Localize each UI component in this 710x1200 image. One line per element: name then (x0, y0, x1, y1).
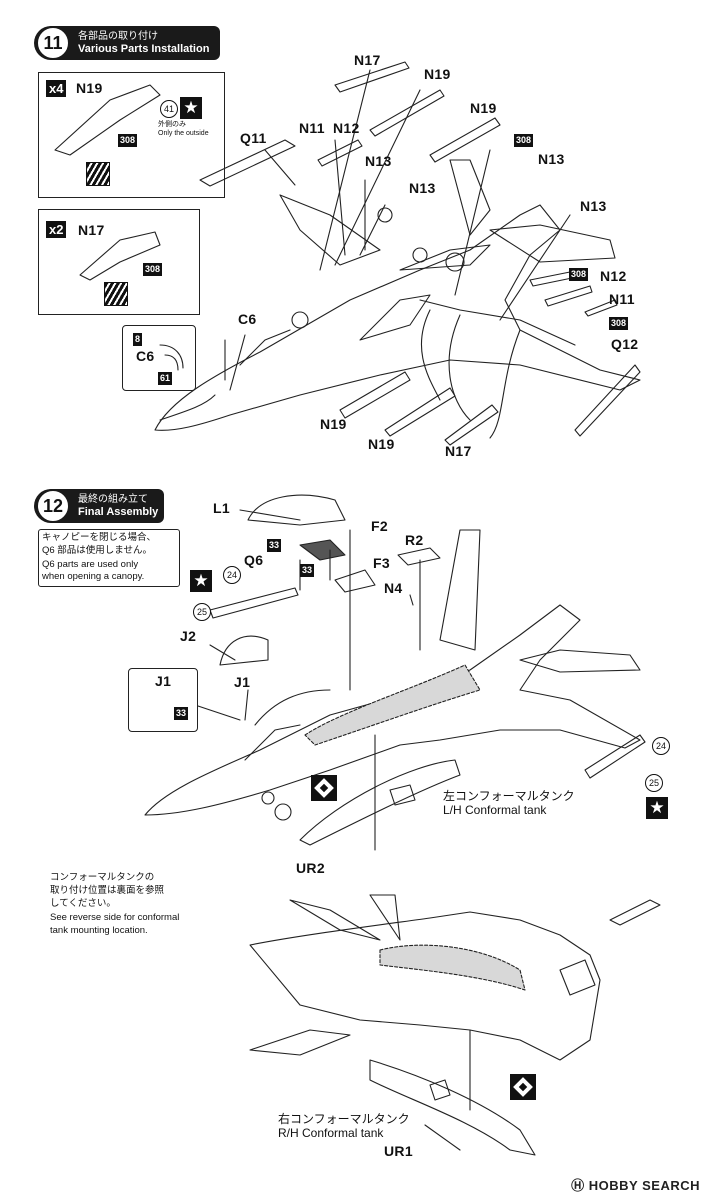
label-n4: N4 (384, 580, 403, 596)
label-n13-a: N13 (365, 153, 392, 169)
mount-note-jp3: してください。 (50, 898, 116, 909)
step-11-number: 11 (36, 26, 70, 60)
label-f2: F2 (371, 518, 388, 534)
inset-c6-top-ref: 8 (133, 333, 143, 346)
step-12-number: 12 (36, 489, 70, 523)
inset-n17-ref: 308 (143, 263, 163, 276)
label-j1-inset: J1 (155, 673, 172, 689)
label-n17-top: N17 (354, 52, 381, 68)
step-12-title-jp: 最終の組み立て (78, 494, 148, 505)
label-ur2: UR2 (296, 860, 325, 876)
inset-c6 (122, 325, 196, 391)
mount-note-en2: tank mounting location. (50, 925, 148, 936)
mount-note-jp1: コンフォーマルタンクの (50, 872, 155, 883)
inset-n17-label: N17 (78, 222, 105, 238)
label-f3: F3 (373, 555, 390, 571)
inset-n19-label: N19 (76, 80, 103, 96)
label-n19-a: N19 (424, 66, 451, 82)
label-j1: J1 (234, 674, 251, 690)
canopy-note-jp2: Q6 部品は使用しません。 (42, 545, 153, 556)
diamond-mark-icon (510, 1074, 536, 1100)
hatch-icon (104, 282, 128, 306)
label-ref308-a: 308 (514, 134, 534, 147)
watermark: Ⓗ HOBBY SEARCH (571, 1175, 700, 1194)
step-11-title-en: Various Parts Installation (78, 43, 210, 55)
step-12-header: 12 最終の組み立て Final Assembly (34, 489, 164, 523)
label-ref33-a: 33 (267, 539, 282, 552)
watermark-icon: Ⓗ (571, 1178, 589, 1193)
label-n12-b: N12 (600, 268, 627, 284)
label-c25-a: 25 (193, 603, 211, 621)
inset-n19-note-en: Only the outside (158, 130, 209, 137)
inset-n17 (38, 209, 200, 315)
label-q11: Q11 (240, 130, 267, 146)
multiplier-x4: x4 (46, 80, 67, 97)
label-c24-b: 24 (652, 737, 670, 755)
inset-c6-bottom-ref: 61 (158, 372, 173, 385)
label-q6: Q6 (244, 552, 264, 568)
step-11-header: 11 各部品の取り付け Various Parts Installation (34, 26, 220, 60)
label-ref308-c: 308 (609, 317, 629, 330)
inset-n19 (38, 72, 225, 198)
label-c24-a: 24 (223, 566, 241, 584)
star-icon: ★ (180, 97, 202, 119)
label-n11-a: N11 (299, 120, 325, 136)
label-ref308-b: 308 (569, 268, 589, 281)
label-c25-b: 25 (645, 774, 663, 792)
label-n19-d: N19 (368, 436, 395, 452)
tank-left-en: L/H Conformal tank (443, 803, 547, 817)
watermark-text: HOBBY SEARCH (588, 1178, 700, 1193)
label-n19-c: N19 (320, 416, 347, 432)
diamond-mark-icon (311, 775, 337, 801)
step-12-title-en: Final Assembly (78, 506, 159, 518)
label-n17-b: N17 (445, 443, 472, 459)
inset-n19-circle: 41 (160, 100, 178, 118)
star-icon: ★ (646, 797, 668, 819)
label-ref33-c: 33 (174, 707, 189, 720)
tank-right-jp: 右コンフォーマルタンク (278, 1112, 410, 1126)
star-icon: ★ (190, 570, 212, 592)
label-r2: R2 (405, 532, 424, 548)
inset-n19-ref: 308 (118, 134, 138, 147)
label-c6: C6 (238, 311, 257, 327)
inset-c6-label: C6 (136, 348, 155, 364)
hatch-icon (86, 162, 110, 186)
label-n13-c: N13 (409, 180, 436, 196)
tank-left-jp: 左コンフォーマルタンク (443, 789, 575, 803)
mount-note-jp2: 取り付け位置は裏面を参照 (50, 885, 165, 896)
label-n11-b: N11 (609, 291, 635, 307)
label-ur1: UR1 (384, 1143, 413, 1159)
label-n13-d: N13 (580, 198, 607, 214)
label-ref33-b: 33 (300, 564, 315, 577)
label-j2: J2 (180, 628, 197, 644)
canopy-note-en2: when opening a canopy. (42, 571, 145, 582)
label-q12: Q12 (611, 336, 639, 352)
label-n12-a: N12 (333, 120, 360, 136)
canopy-note-en1: Q6 parts are used only (42, 559, 139, 570)
step-11-title-jp: 各部品の取り付け (78, 31, 158, 42)
inset-n19-note-jp: 外側のみ (158, 121, 186, 128)
inset-j1 (128, 668, 198, 732)
multiplier-x2: x2 (46, 221, 67, 238)
canopy-note-jp1: キャノピーを閉じる場合、 (42, 532, 157, 543)
label-n13-b: N13 (538, 151, 565, 167)
label-l1: L1 (213, 500, 230, 516)
canopy-note: キャノピーを閉じる場合、 Q6 部品は使用しません。 Q6 parts are … (38, 529, 180, 587)
label-n19-b: N19 (470, 100, 497, 116)
tank-right-en: R/H Conformal tank (278, 1126, 384, 1140)
mount-note-en1: See reverse side for conformal (50, 912, 180, 923)
